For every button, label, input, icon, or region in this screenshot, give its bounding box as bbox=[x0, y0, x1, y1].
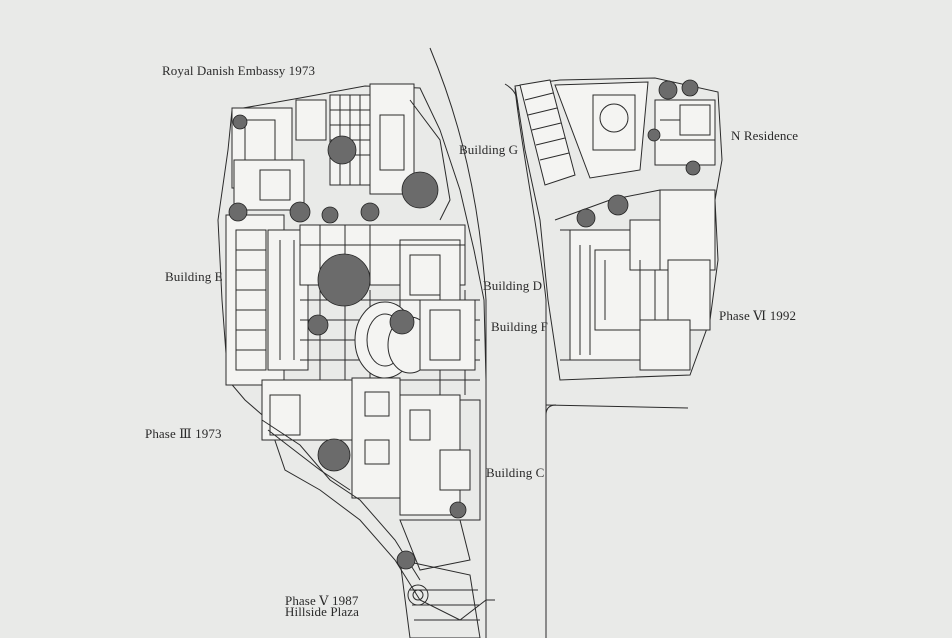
road-edge-west bbox=[429, 47, 487, 638]
side-street bbox=[545, 404, 689, 409]
trees-west bbox=[228, 114, 467, 570]
label-phase-vi: Phase Ⅵ 1992 bbox=[719, 308, 797, 323]
label-hillside-plaza: Hillside Plaza bbox=[285, 604, 359, 619]
label-building-f: Building F bbox=[491, 319, 548, 334]
building-f bbox=[419, 299, 476, 371]
road-edge-east bbox=[514, 87, 547, 638]
label-royal-danish-embassy: Royal Danish Embassy 1973 bbox=[162, 63, 316, 78]
label-phase-v: Phase Ⅴ 1987 bbox=[285, 593, 359, 608]
label-building-e: Building E bbox=[165, 269, 223, 284]
n-residence bbox=[647, 79, 716, 166]
hillside-plaza bbox=[399, 559, 481, 638]
label-building-d: Building D bbox=[483, 278, 543, 293]
label-phase-iii: Phase Ⅲ 1973 bbox=[145, 426, 222, 441]
building-e bbox=[225, 214, 309, 386]
building-c bbox=[351, 377, 481, 571]
label-building-c: Building C bbox=[486, 465, 545, 480]
building-g bbox=[519, 79, 649, 186]
phase-vi-buildings bbox=[554, 160, 716, 371]
phase-iii-building bbox=[261, 379, 421, 581]
label-n-residence: N Residence bbox=[731, 128, 799, 143]
road-edge-north-east bbox=[504, 83, 519, 111]
label-building-g: Building G bbox=[459, 142, 519, 157]
